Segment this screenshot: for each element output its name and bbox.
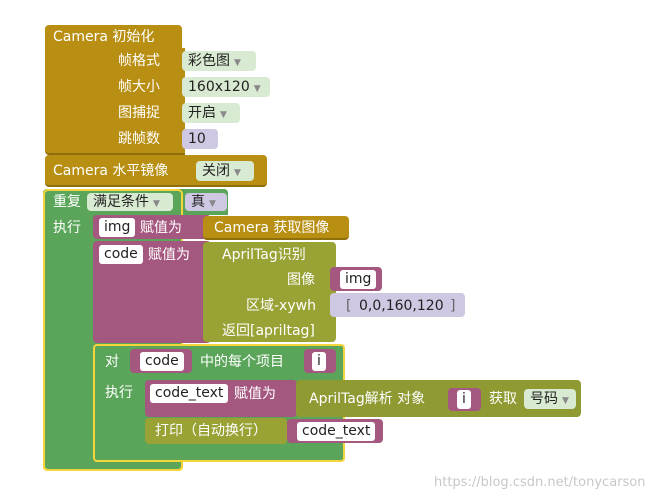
watermark-text: https://blog.csdn.net/tonycarson [434, 475, 646, 490]
print-block[interactable] [145, 418, 287, 444]
img-variable[interactable]: img [99, 218, 136, 237]
foreach-each-label: 中的每个项目 [200, 354, 284, 370]
camera-get-image-label: Camera 获取图像 [214, 220, 330, 236]
return-label: 返回[apriltag] [222, 323, 315, 339]
frame-format-dropdown[interactable]: 彩色图▼ [182, 51, 256, 71]
assign-img-label: 赋值为 [140, 220, 182, 236]
skip-frames-label: 跳帧数 [118, 131, 160, 147]
apriltag-detect-block[interactable] [203, 242, 336, 342]
repeat-label: 重复 [53, 194, 81, 210]
image-param-label: 图像 [287, 272, 315, 288]
chevron-down-icon: ▼ [562, 396, 569, 406]
foreach-item-var[interactable]: i [312, 352, 326, 371]
region-param-label: 区域-xywh [246, 298, 316, 314]
capture-label: 图捕捉 [118, 105, 160, 121]
camera-init-block[interactable] [45, 25, 182, 155]
camera-init-title: Camera 初始化 [53, 29, 155, 45]
assign-code-text-label: 赋值为 [234, 386, 276, 402]
assign-code-label: 赋值为 [148, 247, 190, 263]
code-variable[interactable]: code [99, 245, 143, 264]
parse-object-var[interactable]: i [457, 390, 471, 409]
foreach-label: 对 [105, 354, 119, 370]
boolean-true-dropdown[interactable]: 真▼ [185, 193, 227, 211]
chevron-down-icon: ▼ [253, 84, 261, 94]
frame-size-label: 帧大小 [118, 79, 160, 95]
bracket-close-icon: ] [450, 298, 456, 314]
camera-mirror-title: Camera 水平镜像 [53, 163, 169, 179]
print-var[interactable]: code_text [297, 422, 376, 441]
skip-frames-input[interactable]: 10 [182, 129, 218, 149]
apriltag-parse-label: AprilTag解析 对象 [309, 391, 426, 407]
chevron-down-icon: ▼ [153, 199, 160, 209]
image-param-var[interactable]: img [340, 270, 377, 289]
apriltag-detect-title: AprilTag识别 [222, 247, 306, 263]
repeat-do-label: 执行 [53, 220, 81, 236]
parse-get-label: 获取 [489, 391, 517, 407]
chevron-down-icon: ▼ [234, 58, 241, 68]
bracket-open-icon: [ [346, 298, 352, 314]
mirror-dropdown[interactable]: 关闭▼ [196, 161, 254, 181]
frame-size-dropdown[interactable]: 160x120▼ [182, 77, 270, 97]
chevron-down-icon: ▼ [220, 110, 227, 120]
chevron-down-icon: ▼ [234, 168, 241, 178]
chevron-down-icon: ▼ [209, 199, 216, 209]
capture-dropdown[interactable]: 开启▼ [182, 103, 240, 123]
parse-field-dropdown[interactable]: 号码▼ [524, 389, 576, 409]
foreach-list-var[interactable]: code [140, 352, 184, 371]
region-value[interactable]: 0,0,160,120 [359, 298, 444, 314]
frame-format-label: 帧格式 [118, 53, 160, 69]
camera-get-image-block[interactable] [203, 216, 349, 240]
print-label: 打印（自动换行） [155, 423, 267, 439]
repeat-condition-dropdown[interactable]: 满足条件▼ [87, 193, 173, 211]
region-list-block[interactable] [330, 293, 465, 317]
foreach-do-label: 执行 [105, 385, 133, 401]
code-text-variable[interactable]: code_text [150, 384, 229, 403]
